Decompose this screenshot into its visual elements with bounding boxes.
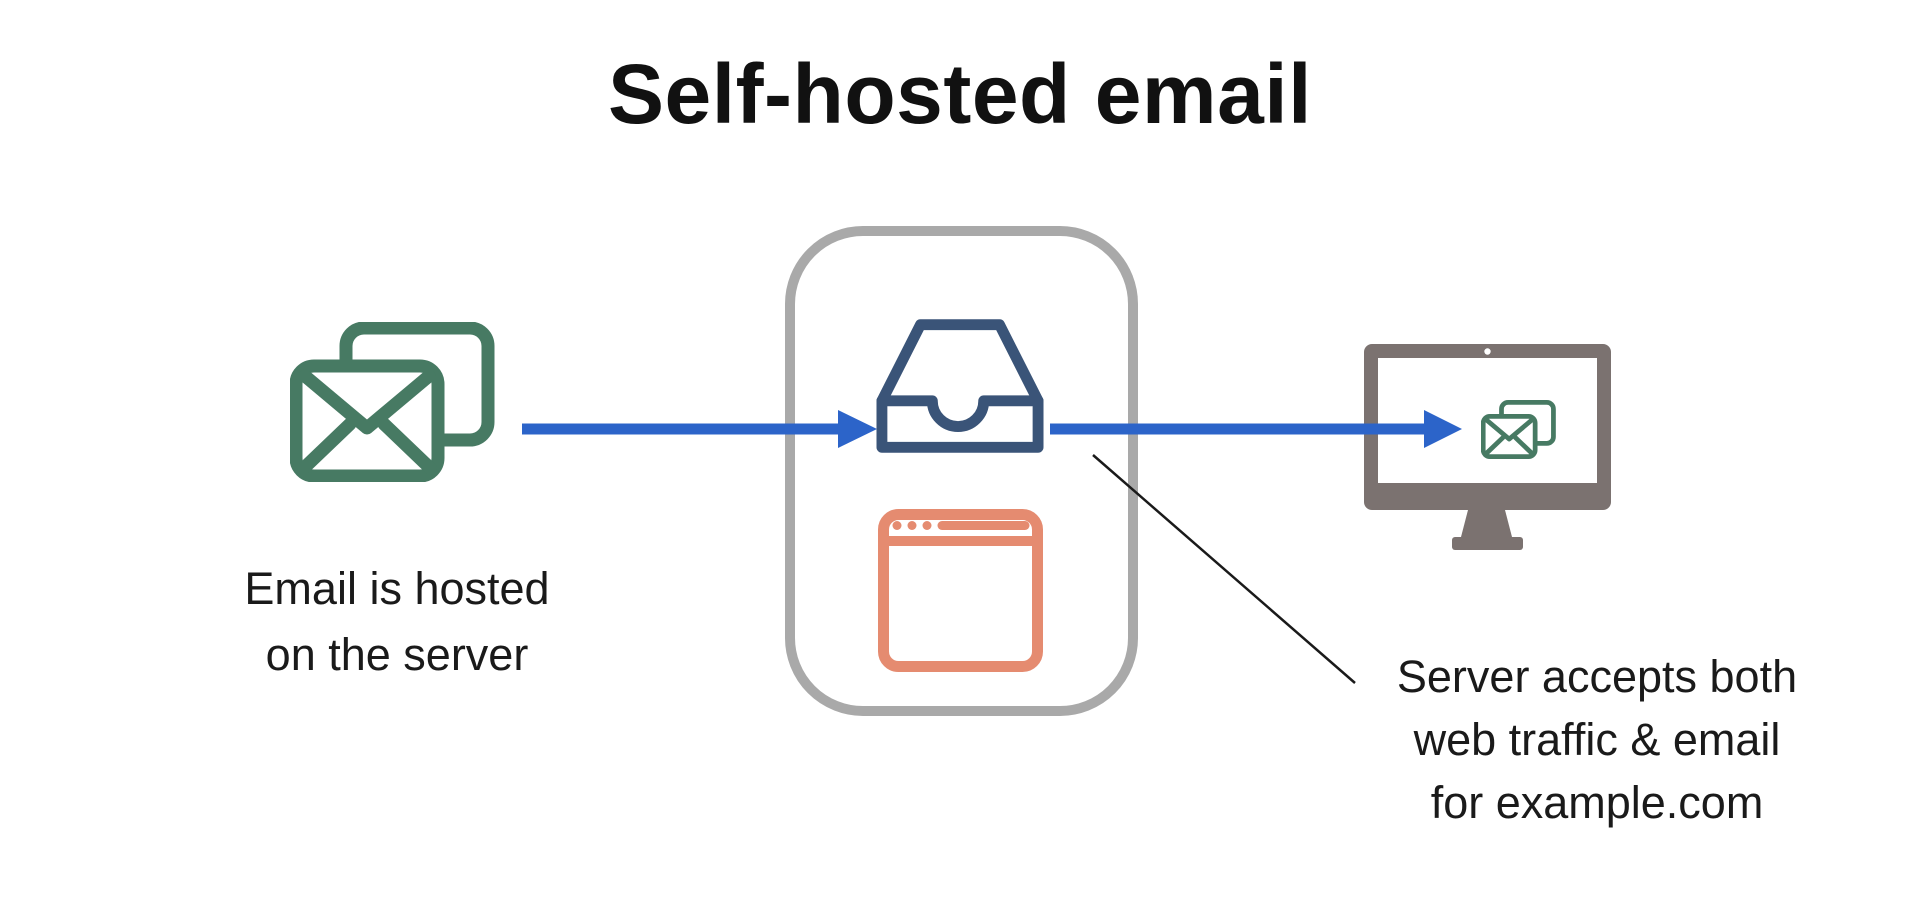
envelope-fold-left: [1483, 435, 1506, 457]
server-caption: Server accepts both web traffic & email …: [1357, 645, 1837, 834]
envelope-flap: [1484, 417, 1535, 442]
browser-dot-3: [922, 521, 932, 530]
envelope-flap: [298, 369, 436, 435]
stacked-envelopes-icon: [290, 322, 495, 482]
envelope-group: [290, 322, 495, 482]
diagram-title: Self-hosted email: [607, 47, 1312, 141]
monitor-stand: [1461, 510, 1512, 537]
monitor-camera-dot: [1484, 348, 1491, 355]
sender-caption-line-1: Email is hosted: [244, 563, 550, 614]
browser-dot-2: [907, 521, 917, 530]
server-caption-line-1: Server accepts both: [1396, 651, 1798, 702]
monitor-base: [1452, 537, 1523, 550]
inbox-tray-group: [876, 319, 1044, 453]
inbox-tray-icon: [876, 319, 1044, 453]
envelope-fold-right: [377, 417, 437, 475]
client-envelope-group: [1481, 400, 1556, 459]
tray-shelf-notch: [876, 395, 1044, 432]
browser-window-icon: [878, 509, 1043, 672]
server-caption-line-2: web traffic & email: [1413, 714, 1781, 765]
browser-dot-1: [892, 521, 902, 530]
sender-caption: Email is hosted on the server: [157, 556, 637, 688]
envelope-fold-left: [297, 417, 357, 475]
envelope-fold-right: [1513, 435, 1535, 457]
stacked-envelopes-icon: [1481, 400, 1556, 459]
server-caption-line-3: for example.com: [1430, 777, 1764, 828]
browser-frame: [878, 509, 1043, 672]
browser-window-group: [878, 509, 1043, 672]
sender-caption-line-2: on the server: [265, 629, 529, 680]
